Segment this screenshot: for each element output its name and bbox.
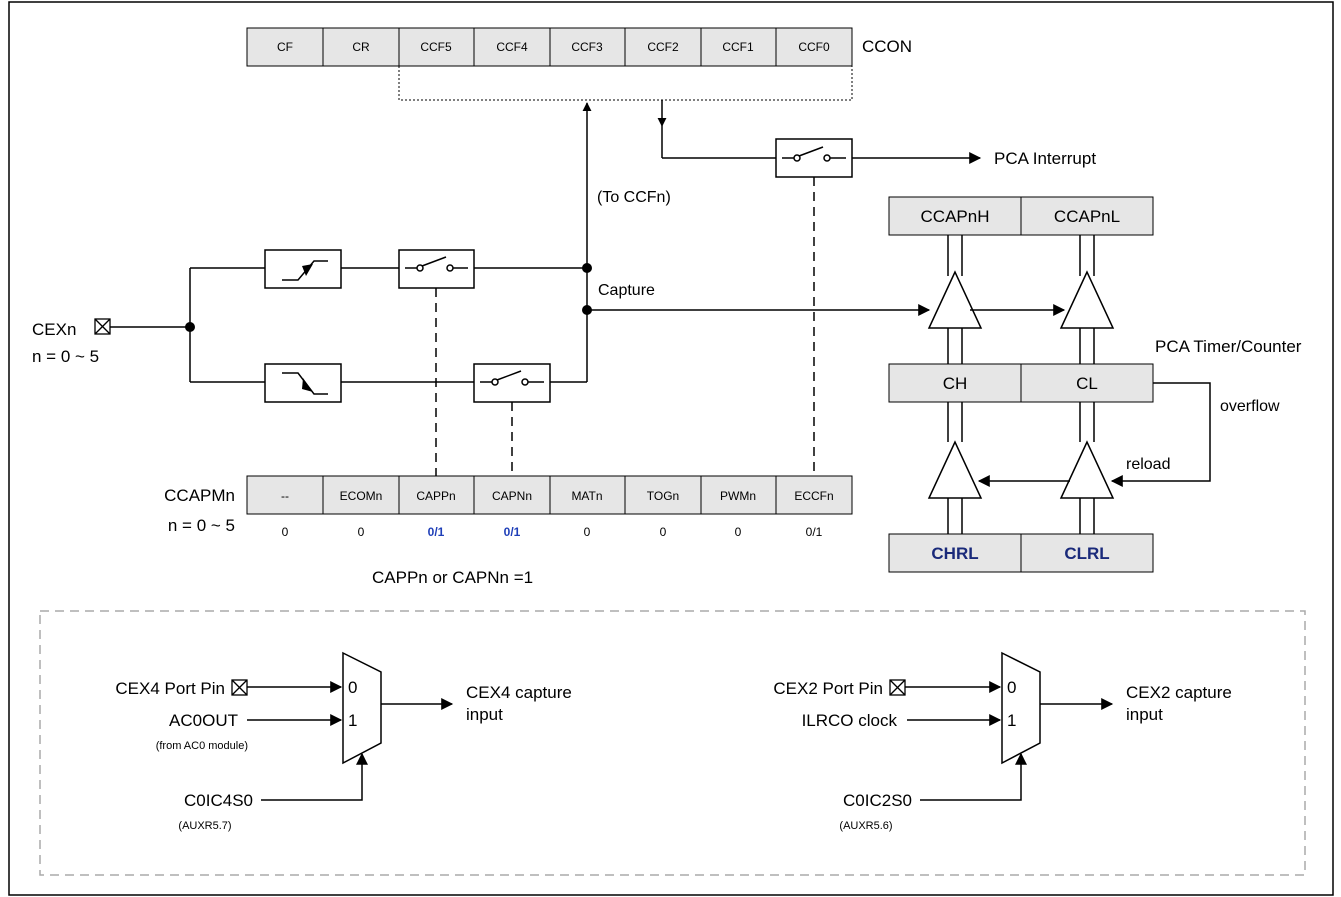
- c0ic4s0-label: C0IC4S0: [184, 791, 253, 810]
- bus-lines: [947, 235, 1095, 534]
- ccapmn-value: 0: [358, 525, 365, 539]
- capnn-switch: [473, 363, 551, 403]
- mux-left-pin1: 1: [348, 711, 357, 730]
- capture-source-box: [39, 610, 1306, 876]
- clrl-label: CLRL: [1064, 544, 1109, 563]
- rising-edge-detector: [264, 249, 342, 289]
- ccon-register: CF CR CCF5 CCF4 CCF3 CCF2 CCF1 CCF0: [246, 27, 853, 67]
- ccapmn-bit: PWMn: [720, 489, 756, 503]
- ccapmn-bit: CAPPn: [416, 489, 455, 503]
- ccapmn-bit: ECOMn: [340, 489, 383, 503]
- cex2-port-pin-label: CEX2 Port Pin: [773, 679, 883, 698]
- cex4-capture-label-2: input: [466, 705, 503, 724]
- cl-label: CL: [1076, 374, 1098, 393]
- capture-buffer-low: [1059, 270, 1115, 329]
- ccapmn-value: 0/1: [806, 525, 823, 539]
- ac0out-note: (from AC0 module): [156, 740, 248, 752]
- ccon-bit: CCF3: [571, 40, 603, 54]
- ccon-bit: CCF5: [420, 40, 452, 54]
- to-ccfn-label: (To CCFn): [597, 189, 671, 206]
- ccapmn-value: 0: [584, 525, 591, 539]
- ilrco-clock-label: ILRCO clock: [802, 711, 898, 730]
- reload-buffer-high: [927, 440, 983, 499]
- ch-label: CH: [943, 374, 968, 393]
- mux-left: [342, 651, 382, 765]
- reload-buffer-low: [1059, 440, 1115, 499]
- ccon-bit: CCF0: [798, 40, 830, 54]
- ccf-bracket: [398, 66, 853, 101]
- ccapmn-value: 0: [735, 525, 742, 539]
- chrl-clrl-register: CHRL CLRL: [888, 533, 1154, 573]
- ccon-bit: CCF4: [496, 40, 528, 54]
- ccapnh-label: CCAPnH: [921, 207, 990, 226]
- ccapmn-label: CCAPMn: [164, 486, 235, 505]
- timer-label: PCA Timer/Counter: [1155, 337, 1302, 356]
- cappn-switch: [398, 249, 475, 289]
- falling-edge-detector: [264, 363, 342, 403]
- reload-label: reload: [1126, 456, 1170, 473]
- ccapmn-value: 0/1: [504, 525, 521, 539]
- ccapmn-bit: TOGn: [647, 489, 679, 503]
- capture-label: Capture: [598, 282, 655, 299]
- overflow-label: overflow: [1220, 398, 1280, 415]
- ccapmn-bit: CAPNn: [492, 489, 532, 503]
- cexn-label: CEXn: [32, 320, 76, 339]
- ccon-label: CCON: [862, 37, 912, 56]
- overflow-line: [1110, 382, 1211, 487]
- mux-right-pin0: 0: [1007, 678, 1016, 697]
- ccapmn-range: n = 0 ~ 5: [168, 516, 235, 535]
- mux-right-sel-line: [920, 752, 1027, 801]
- c0ic4s0-note: (AUXR5.7): [178, 820, 231, 832]
- chrl-label: CHRL: [931, 544, 978, 563]
- ccon-bit: CCF2: [647, 40, 679, 54]
- ccapnh-ccapnl-register: CCAPnH CCAPnL: [888, 196, 1154, 236]
- ccapmn-bit: MATn: [571, 489, 602, 503]
- mux-right: [1001, 651, 1041, 765]
- mux-left-pin0: 0: [348, 678, 357, 697]
- mux-left-sel-line: [261, 752, 368, 801]
- ccon-bit: CF: [277, 40, 293, 54]
- c0ic2s0-note: (AUXR5.6): [839, 820, 892, 832]
- ccapmn-values: 0 0 0/1 0/1 0 0 0 0/1: [282, 525, 823, 539]
- ccapmn-bit: ECCFn: [794, 489, 833, 503]
- ccapmn-value: 0/1: [428, 525, 445, 539]
- ccapnl-label: CCAPnL: [1054, 207, 1120, 226]
- cex2-capture-label-2: input: [1126, 705, 1163, 724]
- cex2-capture-label: CEX2 capture: [1126, 683, 1232, 702]
- cex2-pin-icon: [889, 679, 906, 696]
- pca-interrupt-label: PCA Interrupt: [994, 149, 1096, 168]
- ac0out-label: AC0OUT: [169, 711, 238, 730]
- mux-right-pin1: 1: [1007, 711, 1016, 730]
- cex4-port-pin-label: CEX4 Port Pin: [115, 679, 225, 698]
- cex4-capture-label: CEX4 capture: [466, 683, 572, 702]
- ccapmn-register: -- ECOMn CAPPn CAPNn MATn TOGn PWMn ECCF…: [246, 475, 853, 515]
- interrupt-switch: [775, 138, 853, 178]
- ccapmn-value: 0: [660, 525, 667, 539]
- outer-frame: [8, 1, 1334, 896]
- c0ic2s0-label: C0IC2S0: [843, 791, 912, 810]
- ccon-bit: CR: [352, 40, 370, 54]
- cex4-pin-icon: [231, 679, 248, 696]
- ccapmn-bit: --: [281, 489, 289, 503]
- capture-buffer-high: [927, 270, 983, 329]
- condition-label: CAPPn or CAPNn =1: [372, 568, 533, 587]
- ccapmn-value: 0: [282, 525, 289, 539]
- cexn-pin-icon: [94, 318, 111, 335]
- ch-cl-register: CH CL: [888, 363, 1154, 403]
- cexn-range: n = 0 ~ 5: [32, 347, 99, 366]
- ccon-bit: CCF1: [722, 40, 754, 54]
